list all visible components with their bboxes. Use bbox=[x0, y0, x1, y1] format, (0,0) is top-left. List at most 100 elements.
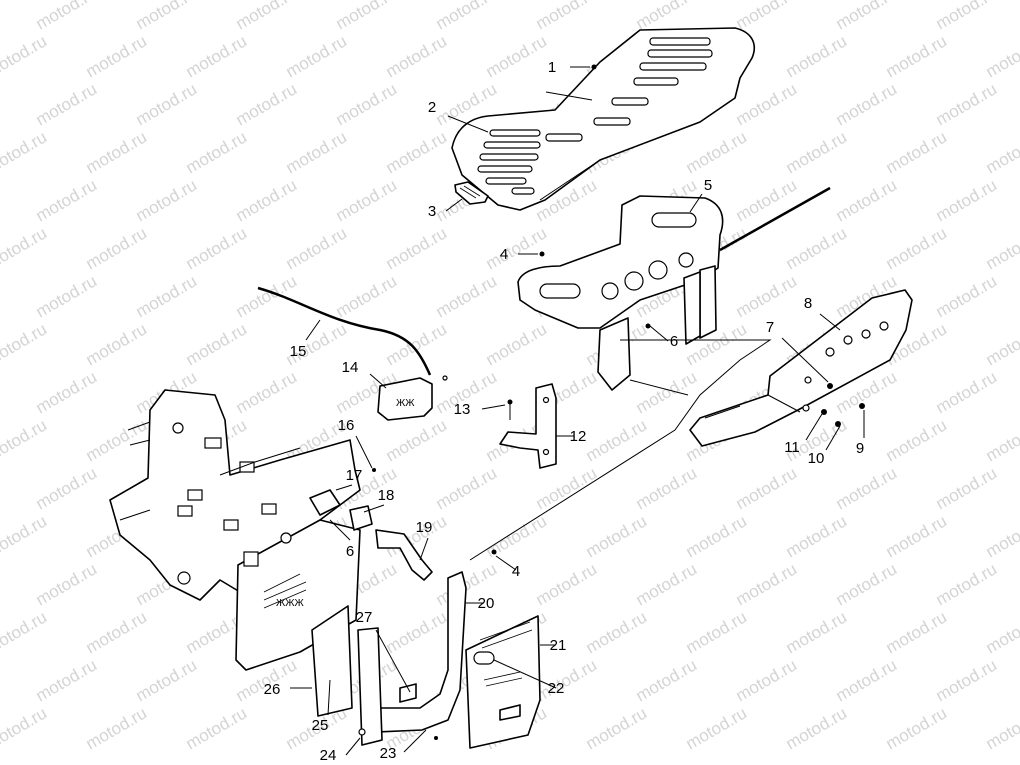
watermark-text: motod.ru bbox=[833, 79, 901, 129]
callout-label: 5 bbox=[704, 177, 712, 194]
watermark-text: motod.ru bbox=[0, 703, 50, 753]
watermark-text: motod.ru bbox=[233, 0, 301, 33]
watermark-text: motod.ru bbox=[733, 79, 801, 129]
watermark-text: motod.ru bbox=[883, 703, 951, 753]
callout-label: 7 bbox=[766, 319, 774, 336]
watermark-text: motod.ru bbox=[383, 223, 451, 273]
callout-label: 4 bbox=[500, 246, 508, 263]
callout-label: 1 bbox=[548, 59, 556, 76]
watermark-text: motod.ru bbox=[833, 655, 901, 705]
leader-line bbox=[355, 435, 373, 469]
watermark-text: motod.ru bbox=[183, 319, 251, 369]
callout-label: 8 bbox=[804, 295, 812, 312]
part-mount-bracket bbox=[499, 383, 557, 469]
watermark-text: motod.ru bbox=[133, 271, 201, 321]
leader-line bbox=[345, 737, 361, 756]
leader-line bbox=[445, 198, 463, 212]
callout-label: 4 bbox=[512, 563, 520, 580]
watermark-text: motod.ru bbox=[533, 463, 601, 513]
watermark-text: motod.ru bbox=[783, 703, 851, 753]
watermark-text: motod.ru bbox=[433, 271, 501, 321]
part-rear-bumper bbox=[689, 289, 913, 447]
frame-outline bbox=[469, 339, 772, 561]
leader-line bbox=[403, 729, 427, 753]
watermark-text: motod.ru bbox=[433, 463, 501, 513]
watermark-text: motod.ru bbox=[683, 511, 751, 561]
watermark-text: motod.ru bbox=[533, 0, 601, 33]
watermark-text: motod.ru bbox=[933, 463, 1001, 513]
callout-label: 12 bbox=[570, 428, 587, 445]
watermark-text: motod.ru bbox=[883, 127, 951, 177]
watermark-text: motod.ru bbox=[633, 655, 701, 705]
watermark-text: motod.ru bbox=[0, 511, 50, 561]
watermark-text: motod.ru bbox=[33, 79, 101, 129]
watermark-text: motod.ru bbox=[83, 223, 151, 273]
callout-labels: 1234456678910111213141516171819202122232… bbox=[264, 59, 865, 764]
watermark-text: motod.ru bbox=[733, 559, 801, 609]
svg-text:ЖЖЖ: ЖЖЖ bbox=[276, 598, 304, 609]
watermark-text: motod.ru bbox=[483, 31, 551, 81]
watermark-text: motod.ru bbox=[233, 271, 301, 321]
watermark-text: motod.ru bbox=[0, 415, 50, 465]
watermark-text: motod.ru bbox=[633, 559, 701, 609]
callout-label: 21 bbox=[550, 637, 567, 654]
watermark-text: motod.ru bbox=[483, 223, 551, 273]
watermark-text: motod.ru bbox=[833, 0, 901, 33]
leader-line bbox=[493, 659, 557, 689]
watermark-text: motod.ru bbox=[833, 175, 901, 225]
watermark-text: motod.ru bbox=[433, 0, 501, 33]
watermark-text: motod.ru bbox=[983, 703, 1020, 753]
watermark-text: motod.ru bbox=[133, 655, 201, 705]
watermark-text: motod.ru bbox=[983, 415, 1020, 465]
watermark-text: motod.ru bbox=[583, 607, 651, 657]
watermark-text: motod.ru bbox=[83, 415, 151, 465]
callout-label: 20 bbox=[478, 595, 495, 612]
part-plate bbox=[454, 181, 489, 205]
watermark-text: motod.ru bbox=[483, 319, 551, 369]
leader-line bbox=[305, 319, 321, 341]
callout-label: 13 bbox=[454, 401, 471, 418]
callout-label: 2 bbox=[428, 99, 436, 116]
watermark-text: motod.ru bbox=[83, 127, 151, 177]
watermark-text: motod.ru bbox=[833, 559, 901, 609]
leader-line bbox=[805, 413, 823, 441]
watermark-text: motod.ru bbox=[233, 367, 301, 417]
watermark-text: motod.ru bbox=[283, 223, 351, 273]
watermark-text: motod.ru bbox=[933, 175, 1001, 225]
watermark-text: motod.ru bbox=[783, 223, 851, 273]
callout-label: 22 bbox=[548, 680, 565, 697]
watermark-text: motod.ru bbox=[883, 415, 951, 465]
callout-label: 23 bbox=[380, 745, 397, 762]
leader-line bbox=[447, 115, 489, 133]
watermark-text: motod.ru bbox=[133, 0, 201, 33]
watermark-text: motod.ru bbox=[683, 703, 751, 753]
watermark-text: motod.ru bbox=[0, 223, 50, 273]
leader-line bbox=[545, 91, 593, 101]
watermark-text: motod.ru bbox=[933, 79, 1001, 129]
watermark-text: motod.ru bbox=[883, 511, 951, 561]
watermark-text: motod.ru bbox=[283, 31, 351, 81]
watermark-text: motod.ru bbox=[333, 175, 401, 225]
watermark-text: motod.ru bbox=[933, 655, 1001, 705]
watermark-text: motod.ru bbox=[883, 607, 951, 657]
part-bracket-loop bbox=[371, 571, 467, 733]
watermark-text: motod.ru bbox=[933, 0, 1001, 33]
watermark-text: motod.ru bbox=[233, 79, 301, 129]
watermark-text: motod.ru bbox=[933, 367, 1001, 417]
watermark-text: motod.ru bbox=[333, 79, 401, 129]
watermark-text: motod.ru bbox=[583, 511, 651, 561]
callout-label: 26 bbox=[264, 681, 281, 698]
leader-line bbox=[781, 337, 829, 383]
callout-label: 19 bbox=[416, 519, 433, 536]
leader-line bbox=[327, 679, 331, 716]
watermark-text: motod.ru bbox=[183, 223, 251, 273]
watermark-text: motod.ru bbox=[583, 703, 651, 753]
watermark-text: motod.ru bbox=[683, 607, 751, 657]
watermark-text: motod.ru bbox=[0, 607, 50, 657]
callout-label: 3 bbox=[428, 203, 436, 220]
watermark-text: motod.ru bbox=[683, 127, 751, 177]
callout-label: 18 bbox=[378, 487, 395, 504]
watermark-text: motod.ru bbox=[983, 511, 1020, 561]
watermark-text: motod.ru bbox=[33, 559, 101, 609]
